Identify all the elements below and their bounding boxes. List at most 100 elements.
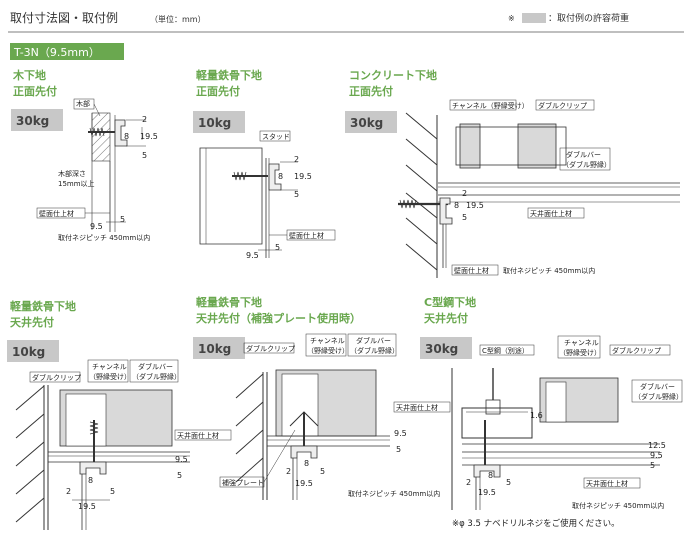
dim-2: 9.5 xyxy=(650,451,663,460)
dim-5: 8 xyxy=(488,471,493,480)
label-clip: ダブルクリップ xyxy=(32,373,81,382)
rail-profile xyxy=(290,445,318,459)
label-dbl2: （ダブル野縁） xyxy=(634,392,683,401)
label-ch2: （野縁受け） xyxy=(307,346,349,355)
dim-1: 5 xyxy=(177,471,182,480)
dim-4: 9.5 xyxy=(90,222,103,231)
legend-mark: ※ xyxy=(508,14,515,23)
label-stud: スタッド xyxy=(262,132,290,141)
label-dbl1: ダブルバー xyxy=(138,362,173,371)
label-dbl1: ダブルバー xyxy=(566,150,601,159)
dim-0: 9.5 xyxy=(394,429,407,438)
panel-subtitle: 天井先付 xyxy=(424,311,468,325)
label-dbl2: （ダブル野縁） xyxy=(562,160,611,169)
model-badge-label: T-3N（9.5mm） xyxy=(13,46,100,59)
label-clip: ダブルクリップ xyxy=(612,346,661,355)
dim-1: 5 xyxy=(396,445,401,454)
dim-4: 19.5 xyxy=(78,502,96,511)
load-value: 10kg xyxy=(198,342,231,356)
label-ch1: チャンネル xyxy=(92,363,127,371)
dim-4: 9.5 xyxy=(246,251,259,260)
dim-1: 8 xyxy=(454,201,459,210)
panel-steel-wall: 軽量鉄骨下地 正面先付 10kg スタッド 2 8 19.5 5 壁面仕上材 9… xyxy=(193,68,336,260)
label-clip: ダブルクリップ xyxy=(246,344,295,353)
load-box xyxy=(193,337,245,359)
legend-swatch xyxy=(522,13,546,23)
label-finish: 壁面仕上材 xyxy=(289,231,324,240)
load-box xyxy=(193,111,245,133)
load-box xyxy=(420,337,472,359)
dim-1: 8 xyxy=(278,172,283,181)
dim-6: 19.5 xyxy=(478,488,496,497)
label-pitch: 取付ネジピッチ 450mm以内 xyxy=(572,501,664,510)
screw-icon xyxy=(88,127,115,137)
label-dbl2: （ダブル野縁） xyxy=(350,346,399,355)
dim-5: 5 xyxy=(320,467,325,476)
wood-base xyxy=(91,112,111,162)
dim-1: 12.5 xyxy=(648,441,666,450)
dim-5: 5 xyxy=(110,487,115,496)
label-pitch: 取付ネジピッチ 450mm以内 xyxy=(58,233,150,242)
screw-icon xyxy=(232,171,268,181)
label-c-steel: C型鋼（別途） xyxy=(482,346,529,355)
label-dbl1: ダブルバー xyxy=(356,336,391,345)
dim-0: 2 xyxy=(462,189,467,198)
dim-0: 2 xyxy=(294,155,299,164)
label-ch2: （野縁受け） xyxy=(89,372,131,381)
label-ch1: チャンネル xyxy=(310,337,345,345)
rail-profile xyxy=(114,119,128,147)
label-depth1: 木部深さ xyxy=(58,169,86,178)
model-badge xyxy=(10,43,124,60)
load-value: 30kg xyxy=(350,116,383,130)
rail-profile xyxy=(439,197,453,225)
dim-0: 9.5 xyxy=(175,455,188,464)
dim-3: 8 xyxy=(304,459,309,468)
label-pitch: 取付ネジピッチ 450mm以内 xyxy=(503,266,595,275)
panel-subtitle: 天井先付 xyxy=(10,315,54,329)
c-steel xyxy=(461,407,533,439)
dim-7: 5 xyxy=(506,478,511,487)
panel-steel-ceiling: 軽量鉄骨下地 天井先付 10kg ダブルクリップ チャンネル （野縁受け） xyxy=(7,299,232,530)
panel-title: コンクリート下地 xyxy=(349,68,437,82)
dim-1: 8 xyxy=(124,132,129,141)
steel-wall xyxy=(235,372,268,500)
panel-c-channel: C型鋼下地 天井先付 30kg C型鋼（別途） チャンネル （野縁受け） ダブル… xyxy=(420,295,683,510)
label-channel: チャンネル（野縁受け） xyxy=(452,101,529,110)
panel-concrete: コンクリート下地 正面先付 30kg チャンネル（野縁受け） ダブルクリップ ダ… xyxy=(345,68,680,278)
panel-subtitle: 正面先付 xyxy=(13,84,57,98)
label-dbl1: ダブルバー xyxy=(640,382,675,391)
panel-title: 木下地 xyxy=(12,68,46,82)
load-box xyxy=(7,340,59,362)
dim-2: 2 xyxy=(66,487,71,496)
load-box xyxy=(345,111,397,133)
dim-0: 1.6 xyxy=(530,411,543,420)
unit-note: （単位：mm） xyxy=(150,14,206,24)
dim-3: 5 xyxy=(294,190,299,199)
dim-2: 19.5 xyxy=(294,172,312,181)
panel-title: C型鋼下地 xyxy=(424,295,476,309)
dim-3: 5 xyxy=(142,151,147,160)
panel-title: 軽量鉄骨下地 xyxy=(10,299,76,313)
dim-2: 19.5 xyxy=(140,132,158,141)
label-base: 木部 xyxy=(76,99,90,108)
label-finish: 壁面仕上材 xyxy=(39,209,74,218)
panel-steel-plate: 軽量鉄骨下地 天井先付（補強プレート使用時） 10kg ダブルクリップ チャンネ… xyxy=(193,295,451,500)
rail-profile xyxy=(79,461,107,475)
label-ch1: チャンネル xyxy=(564,339,599,347)
label-ceiling: 天井面仕上材 xyxy=(396,403,438,412)
bolt-icon xyxy=(485,368,501,415)
label-ceiling: 天井面仕上材 xyxy=(586,479,628,488)
label-clip: ダブルクリップ xyxy=(538,101,587,110)
label-ceiling: 天井面仕上材 xyxy=(177,431,219,440)
label-pitch: 取付ネジピッチ 450mm以内 xyxy=(348,489,440,498)
dim-0: 2 xyxy=(142,115,147,124)
dim-5: 5 xyxy=(275,243,280,252)
dim-4: 19.5 xyxy=(295,479,313,488)
panel-wood: 木下地 正面先付 30kg 木部 2 8 19.5 5 木部深さ 15mm以上 … xyxy=(11,68,158,242)
load-value: 30kg xyxy=(425,342,458,356)
load-value: 10kg xyxy=(198,116,231,130)
panel-subtitle: 天井先付（補強プレート使用時） xyxy=(196,311,361,325)
dim-3: 5 xyxy=(650,461,655,470)
dim-5: 5 xyxy=(120,215,125,224)
